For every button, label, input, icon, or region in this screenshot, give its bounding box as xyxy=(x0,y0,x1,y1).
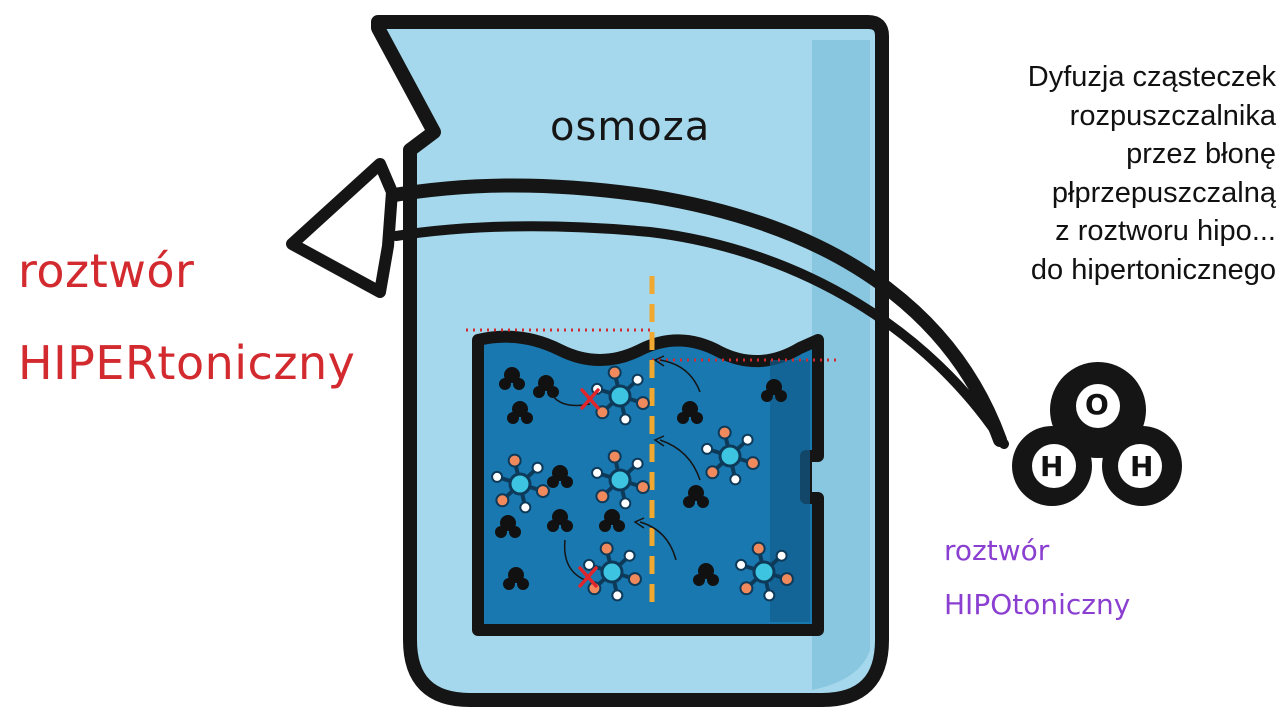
hydrogen-atom-label: H xyxy=(1040,450,1064,483)
water-molecule xyxy=(495,515,521,538)
hypotonic-label-line2: HIPOtoniczny xyxy=(944,588,1131,621)
solute-molecule xyxy=(583,541,642,602)
beaker-label: osmoza xyxy=(550,104,711,150)
hypotonic-label-line1: roztwór xyxy=(944,534,1050,567)
solute-molecule xyxy=(735,541,794,602)
water-molecule xyxy=(507,401,533,424)
solute-molecule xyxy=(591,449,650,510)
description-line: przez błonę xyxy=(1126,138,1276,170)
solute-molecule xyxy=(491,453,550,514)
water-molecules xyxy=(495,367,787,590)
description-line: rozpuszczalnika xyxy=(1069,99,1276,132)
water-molecule xyxy=(599,509,625,532)
oxygen-atom-label: O xyxy=(1085,388,1109,421)
water-molecule xyxy=(683,485,709,508)
description-line: płprzepuszczalną xyxy=(1051,176,1276,209)
water-molecule xyxy=(499,367,525,390)
description-line: do hipertonicznego xyxy=(1030,253,1276,286)
description-line: Dyfuzja cząsteczek xyxy=(1027,61,1276,93)
water-molecule-icon xyxy=(1012,362,1182,506)
solute-molecule xyxy=(701,425,760,486)
diffusion-arrow xyxy=(286,158,1009,449)
solute-molecule xyxy=(591,365,650,426)
water-molecule xyxy=(693,563,719,586)
description-text: Dyfuzja cząsteczek rozpuszczalnika przez… xyxy=(1028,58,1276,289)
water-molecule xyxy=(677,401,703,424)
solute-molecules xyxy=(491,365,794,602)
water-molecule xyxy=(547,509,573,532)
hypertonic-label-line2: HIPERtoniczny xyxy=(18,336,356,390)
hypertonic-label-line1: roztwór xyxy=(18,244,195,298)
water-molecule xyxy=(761,379,787,402)
water-molecule xyxy=(503,567,529,590)
flow-arrows xyxy=(549,355,701,581)
description-line: z roztworu hipo... xyxy=(1055,215,1276,247)
water-molecule xyxy=(533,375,559,398)
water-molecule xyxy=(547,465,573,488)
hydrogen-atom-label: H xyxy=(1130,450,1154,483)
blocked-marker xyxy=(578,388,600,588)
